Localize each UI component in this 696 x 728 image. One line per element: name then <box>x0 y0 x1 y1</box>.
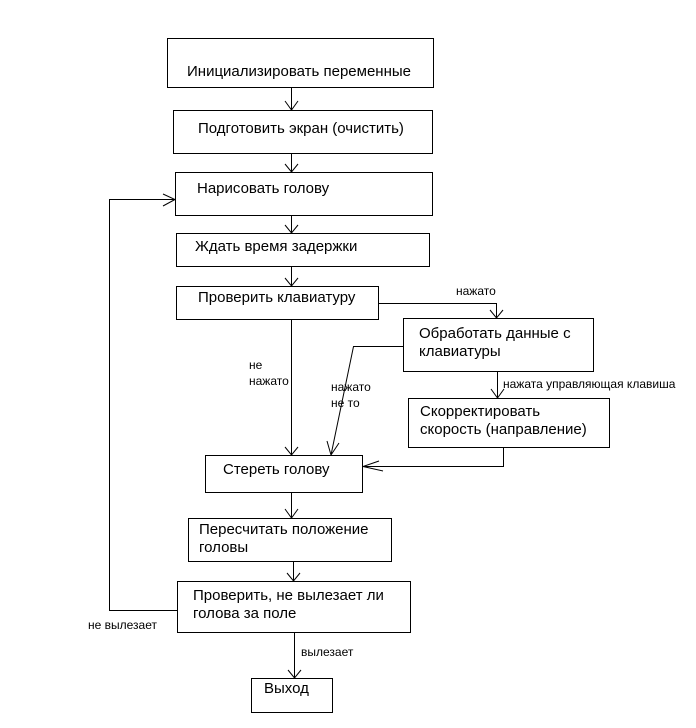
arrow-draw-to-wait <box>284 215 299 234</box>
node-process-keyboard: Обработать данные с клавиатуры <box>403 318 594 372</box>
node-check-bounds-line1: Проверить, не вылезает ли <box>193 587 384 604</box>
node-draw-head-label: Нарисовать голову <box>197 180 330 197</box>
label-pressed-wrong-line2: не то <box>331 396 360 410</box>
node-process-keyboard-line2: клавиатуры <box>419 343 501 360</box>
node-recalc-position-line1: Пересчитать положение <box>199 521 369 538</box>
arrow-erase-to-recalc <box>284 492 299 519</box>
arrow-init-to-prepare <box>284 87 299 111</box>
arrow-loop-not-out <box>109 193 177 611</box>
node-process-keyboard-line1: Обработать данные с <box>419 325 571 342</box>
node-erase-head: Стереть голову <box>205 455 363 493</box>
arrow-pressed <box>372 303 504 319</box>
arrow-prepare-to-draw <box>284 153 299 173</box>
node-check-bounds-line2: голова за поле <box>193 605 297 622</box>
label-control-key-pressed: нажата управляющая клавиша <box>503 377 676 391</box>
label-not-pressed-line2: нажато <box>249 374 289 388</box>
arrow-recalc-to-bounds <box>286 561 301 582</box>
node-wait: Ждать время задержки <box>176 233 430 267</box>
node-adjust-speed-line2: скорость (направление) <box>420 421 587 438</box>
arrow-adjust-to-erase <box>361 447 504 472</box>
arrow-wait-to-check <box>284 266 299 287</box>
label-out: вылезает <box>301 645 354 659</box>
node-exit-label: Выход <box>264 680 309 697</box>
node-check-bounds: Проверить, не вылезает ли голова за поле <box>177 581 411 633</box>
node-adjust-speed-line1: Скорректировать <box>420 403 541 420</box>
node-check-keyboard-label: Проверить клавиатуру <box>198 289 356 306</box>
node-erase-head-label: Стереть голову <box>223 461 330 478</box>
node-adjust-speed: Скорректировать скорость (направление) <box>408 398 610 448</box>
label-pressed-wrong-line1: нажато <box>331 380 371 394</box>
label-pressed: нажато <box>456 284 496 298</box>
node-recalc-position-line2: головы <box>199 539 249 556</box>
node-prepare: Подготовить экран (очистить) <box>173 110 433 154</box>
node-init: Инициализировать переменные <box>167 38 434 88</box>
label-not-pressed-line1: не <box>249 358 263 372</box>
node-wait-label: Ждать время задержки <box>195 238 358 255</box>
node-init-label: Инициализировать переменные <box>187 63 411 80</box>
node-recalc-position: Пересчитать положение головы <box>188 518 392 562</box>
node-draw-head: Нарисовать голову <box>175 172 433 216</box>
node-prepare-label: Подготовить экран (очистить) <box>198 120 404 137</box>
label-not-out: не вылезает <box>88 618 157 632</box>
arrow-out <box>287 632 302 679</box>
node-check-keyboard: Проверить клавиатуру <box>176 286 379 320</box>
node-exit: Выход <box>251 678 333 713</box>
